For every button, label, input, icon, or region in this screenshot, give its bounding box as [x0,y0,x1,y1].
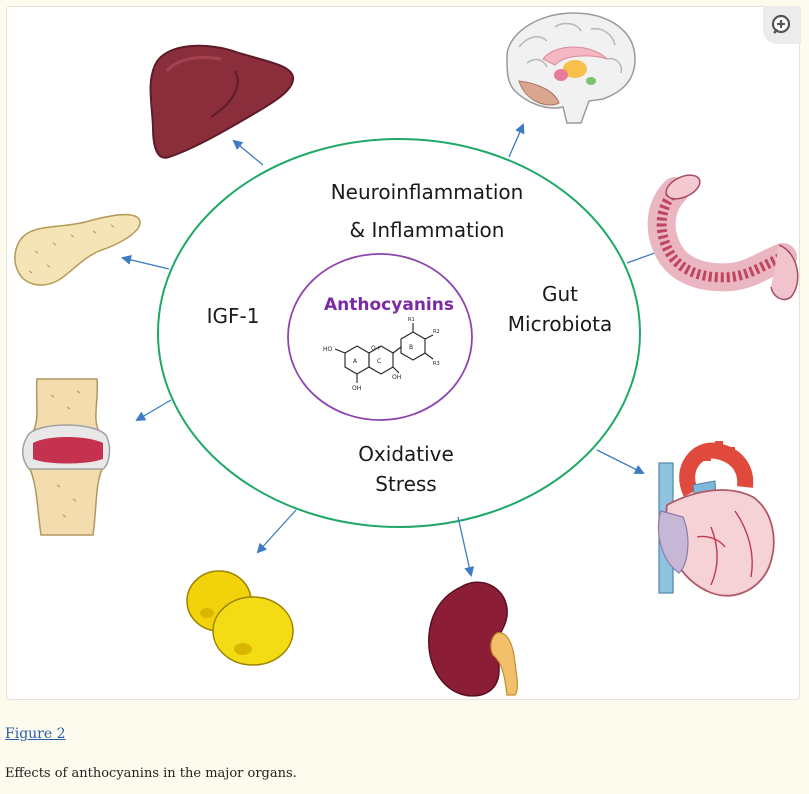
zoom-button[interactable] [763,6,801,44]
intestine-icon [647,174,799,301]
figure-diagram: HO OH OH A C B O+ R1 R2 R3 [14,12,799,697]
arrow-liver [232,139,264,166]
arrow-heart [596,449,645,474]
r1: R1 [408,317,415,323]
ring-c: C [377,358,381,365]
molecule-oh-bottom: OH [352,385,361,392]
ring-a: A [353,358,358,365]
figure-frame: HO OH OH A C B O+ R1 R2 R3 Neuroinflamma… [6,6,800,700]
figure-link[interactable]: Figure 2 [5,726,66,742]
anthocyanins-title: Anthocyanins [324,295,454,315]
molecule-oh-right: OH [392,374,401,381]
outer-ellipse [157,138,641,528]
label-igf1: IGF-1 [206,304,260,328]
arrow-pancreas [121,254,170,270]
brain-icon [506,12,636,124]
pancreas-icon [14,213,141,286]
arrow-joint [135,399,172,422]
label-oxidative-stress: Oxidative Stress [358,442,454,496]
anthocyanin-molecule: HO OH OH A C B O+ R1 R2 R3 [323,317,440,392]
molecule-ho: HO [323,346,333,353]
label-neuroinflammation: Neuroinflammation [330,180,524,204]
label-inflammation: & Inflammation [349,218,505,242]
arrow-fat [256,509,297,554]
r3: R3 [433,361,440,367]
heart-icon [657,441,775,597]
kidney-icon [428,581,518,697]
fat-cells-icon [186,570,294,666]
arrow-brain [508,123,525,158]
label-gut-microbiota: Gut Microbiota [507,282,613,336]
inner-ellipse [287,253,473,421]
r2: R2 [433,329,440,335]
arrow-kidney [457,516,475,577]
zoom-in-icon [771,14,791,34]
joint-icon [22,378,111,536]
ring-b: B [409,344,413,351]
figure-caption: Effects of anthocyanins in the major org… [5,766,297,781]
o-plus: O+ [371,345,381,352]
liver-icon [149,44,295,159]
